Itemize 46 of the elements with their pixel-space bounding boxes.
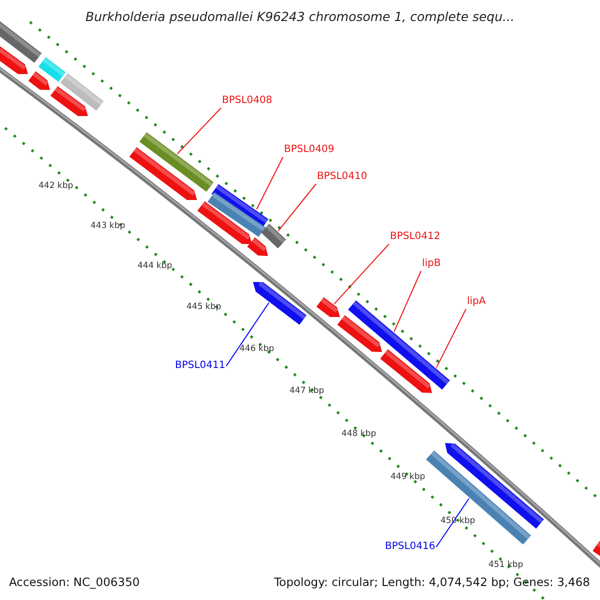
summary-text: Topology: circular; Length: 4,074,542 bp; Genes: 3,468 — [274, 575, 590, 589]
gene-feature — [139, 132, 214, 192]
gene-feature — [129, 147, 197, 200]
gene-feature — [0, 45, 28, 74]
tick-label: 445 kbp — [186, 302, 222, 312]
gene-feature — [60, 73, 104, 111]
leader-line — [436, 308, 466, 368]
gene-feature — [197, 201, 252, 244]
leader-line — [278, 184, 316, 232]
map-title: Burkholderia pseudomallei K96243 chromosome 1, complete sequ... — [84, 9, 516, 24]
leader-line — [226, 302, 270, 366]
tick-label: 447 kbp — [290, 386, 324, 396]
gene-feature — [253, 282, 307, 325]
tick-label: 442 kbp — [38, 181, 74, 191]
leader-line — [436, 498, 470, 548]
gene-feature — [28, 71, 50, 90]
gene-feature — [50, 86, 88, 116]
gene-feature — [208, 192, 266, 237]
gene-feature — [247, 237, 268, 256]
gene-label: lipB — [422, 258, 441, 270]
gene-feature — [348, 300, 450, 390]
gene-feature — [38, 57, 66, 82]
gene-feature — [337, 315, 382, 352]
accession-text: Accession: NC_006350 — [9, 575, 140, 589]
gene-label: BPSL0411 — [175, 360, 226, 372]
leader-line — [394, 270, 422, 332]
gene-feature — [592, 541, 600, 558]
tick-label: 443 kbp — [90, 221, 126, 231]
gene-label: BPSL0412 — [390, 231, 440, 243]
gene-label: BPSL0409 — [284, 144, 334, 156]
leader-line — [334, 244, 390, 304]
gene-feature — [316, 297, 340, 317]
gene-label: BPSL0408 — [222, 95, 272, 107]
tick-label: 446 kbp — [240, 344, 274, 354]
gene-feature — [380, 349, 432, 393]
gene-feature — [0, 20, 42, 63]
gene-label: BPSL0416 — [385, 541, 436, 553]
tick-label: 448 kbp — [342, 429, 376, 439]
tick-label: 444 kbp — [138, 261, 172, 271]
tick-label: 451 kbp — [488, 560, 524, 570]
leader-line — [256, 156, 284, 210]
gene-label: BPSL0410 — [317, 171, 368, 183]
leader-line — [176, 108, 222, 154]
gene-label: lipA — [467, 296, 486, 308]
gene-feature — [260, 224, 286, 248]
tick-label: 449 kbp — [390, 472, 426, 482]
